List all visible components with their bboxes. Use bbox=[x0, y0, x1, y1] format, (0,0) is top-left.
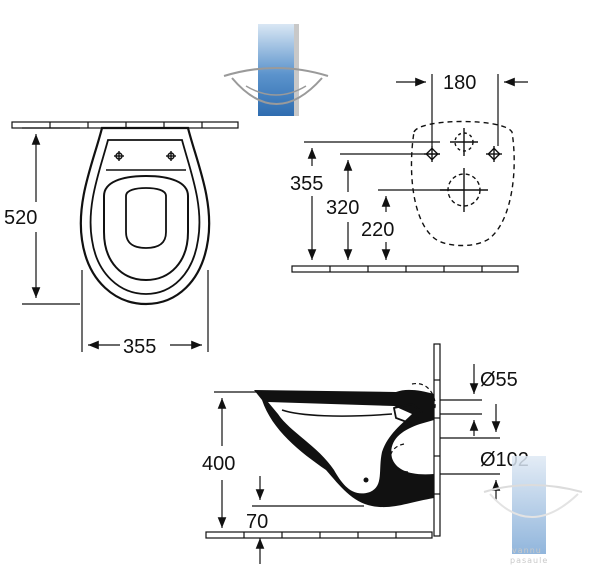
bowl-water-line bbox=[281, 409, 393, 417]
watermark-logo: vannu pasaule bbox=[483, 456, 583, 565]
install-logo bbox=[223, 24, 329, 116]
dim-plate-vertical bbox=[304, 141, 464, 260]
dim-plate-spacing bbox=[396, 74, 528, 146]
pipe-outlines bbox=[389, 383, 436, 473]
bowl-profile-inner bbox=[268, 402, 412, 494]
wall-vertical bbox=[433, 343, 441, 537]
bowl-screw bbox=[363, 477, 369, 483]
bowl-trap bbox=[392, 403, 424, 426]
dim-side-height bbox=[214, 391, 262, 528]
top-view: 520 355 bbox=[4, 121, 239, 358]
dim-side-floor bbox=[252, 476, 364, 564]
watermark-bowl bbox=[489, 493, 579, 518]
logo-arc-top bbox=[223, 67, 329, 77]
bowl-outline-top bbox=[79, 126, 211, 306]
side-view: 400 70 Ø55 Ø102 bbox=[202, 343, 529, 564]
dim-plate-spacing-label: 180 bbox=[443, 72, 476, 94]
mounting-plate-view: 180 355 320 220 bbox=[290, 72, 528, 273]
bowl-inner-top bbox=[89, 139, 201, 295]
dim-height-top bbox=[22, 127, 80, 305]
watermark-arc bbox=[483, 484, 583, 493]
logo-blue-panel bbox=[258, 24, 294, 116]
dim-plate-220-label: 220 bbox=[361, 219, 394, 241]
dim-top-height-label: 520 bbox=[4, 207, 37, 229]
logo-bowl-arc bbox=[231, 77, 323, 105]
bowl-opening bbox=[103, 174, 189, 282]
dim-pipe-small bbox=[440, 364, 482, 436]
plate-hole-right bbox=[486, 146, 502, 162]
mount-hole-left bbox=[114, 151, 124, 161]
wall-hatch-plate bbox=[291, 265, 519, 273]
watermark-panel bbox=[512, 456, 546, 554]
watermark-text-2: pasaule bbox=[510, 556, 548, 565]
dim-pipe-small-label: Ø55 bbox=[480, 369, 518, 391]
plate-hole-top bbox=[450, 128, 478, 156]
logo-bowl-inner bbox=[245, 85, 307, 96]
dim-top-width-label: 355 bbox=[123, 336, 156, 358]
dim-pipe-large bbox=[440, 404, 501, 500]
dim-side-height-label: 400 bbox=[202, 453, 235, 475]
dim-plate-355-label: 355 bbox=[290, 173, 323, 195]
watermark-text-1: vannu bbox=[512, 546, 542, 555]
mount-hole-right bbox=[166, 151, 176, 161]
floor-hatch bbox=[205, 531, 433, 539]
dim-side-floor-label: 70 bbox=[246, 511, 268, 533]
dim-width-top bbox=[81, 270, 209, 352]
plate-outline bbox=[410, 120, 515, 247]
bowl-opening-inner bbox=[125, 187, 167, 249]
dim-plate-320-label: 320 bbox=[326, 197, 359, 219]
